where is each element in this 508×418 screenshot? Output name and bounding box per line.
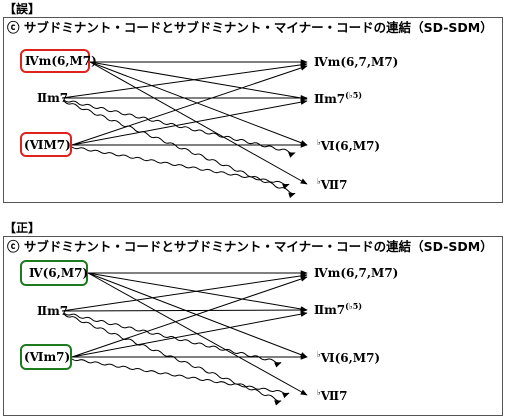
right-highlight-box-2 bbox=[20, 344, 72, 370]
right-highlight-box-1 bbox=[20, 260, 88, 286]
wrong-diagram-panel: ⓒ サブドミナント・コードとサブドミナント・マイナー・コードの連結（SD-SDM… bbox=[3, 17, 503, 203]
line-vi-to-ivm bbox=[71, 65, 308, 146]
wavy-ii-to-bvi bbox=[63, 312, 282, 368]
wrong-right-chord-bvii: ♭Ⅶ7 bbox=[317, 176, 348, 192]
wrong-right-chord-bvi: ♭Ⅵ(6,M7) bbox=[317, 137, 381, 153]
right-diagram-panel: ⓒ サブドミナント・コードとサブドミナント・マイナー・コードの連結（SD-SDM… bbox=[3, 236, 503, 416]
right-left-chord-iv: Ⅳ(6,M7) bbox=[29, 266, 89, 280]
wavy-vi-to-bvii bbox=[71, 358, 290, 399]
right-section-label: 【正】 bbox=[4, 221, 41, 235]
right-right-chord-bvi: ♭Ⅵ(6,M7) bbox=[317, 349, 381, 365]
wrong-left-chord-iv: Ⅳm(6,M7) bbox=[25, 54, 97, 68]
line-ii-to-ivm bbox=[61, 62, 308, 99]
right-right-chord-ivm: Ⅳm(6,7,M7) bbox=[314, 266, 399, 280]
wrong-section-label: 【誤】 bbox=[4, 2, 41, 16]
line-iv-to-bvi bbox=[87, 272, 308, 358]
wavy-vi-to-bvii bbox=[71, 146, 290, 190]
line-iv-to-bvii bbox=[89, 61, 308, 185]
wrong-connection-lines bbox=[61, 59, 308, 199]
wavy-ii-to-bvii bbox=[63, 100, 296, 199]
line-iv-to-iim7b5 bbox=[89, 61, 308, 101]
line-vi-to-iim7b5 bbox=[71, 99, 308, 146]
line-ii-to-iim7b5 bbox=[61, 307, 308, 313]
line-ii-to-ivm bbox=[61, 273, 308, 312]
line-iv-to-bvi bbox=[89, 61, 308, 146]
line-vi-to-ivm bbox=[71, 276, 308, 358]
right-right-chord-bvii: ♭Ⅶ7 bbox=[317, 387, 348, 403]
right-left-chord-vi: (Ⅵm7) bbox=[24, 350, 71, 364]
right-connection-lines bbox=[61, 270, 308, 406]
wrong-highlight-box-2 bbox=[20, 132, 72, 157]
wrong-left-chord-ii: Ⅱm7 bbox=[37, 91, 69, 105]
right-left-chord-ii: Ⅱm7 bbox=[37, 304, 69, 318]
wrong-panel-title: ⓒ サブドミナント・コードとサブドミナント・マイナー・コードの連結（SD-SDM… bbox=[7, 20, 493, 35]
wrong-right-chord-iim7b5: Ⅱm7(♭5) bbox=[314, 90, 363, 106]
wrong-left-chord-vi: (ⅥM7) bbox=[24, 138, 71, 152]
wrong-highlight-box-1 bbox=[20, 49, 90, 73]
wavy-ii-to-bvi bbox=[63, 99, 296, 158]
right-panel-title: ⓒ サブドミナント・コードとサブドミナント・マイナー・コードの連結（SD-SDM… bbox=[7, 239, 493, 254]
wrong-right-chord-ivm: Ⅳm(6,7,M7) bbox=[314, 55, 399, 69]
wavy-ii-to-bvii bbox=[63, 313, 282, 406]
right-right-chord-iim7b5: Ⅱm7(♭5) bbox=[314, 301, 363, 317]
line-vi-to-iim7b5 bbox=[71, 311, 308, 358]
